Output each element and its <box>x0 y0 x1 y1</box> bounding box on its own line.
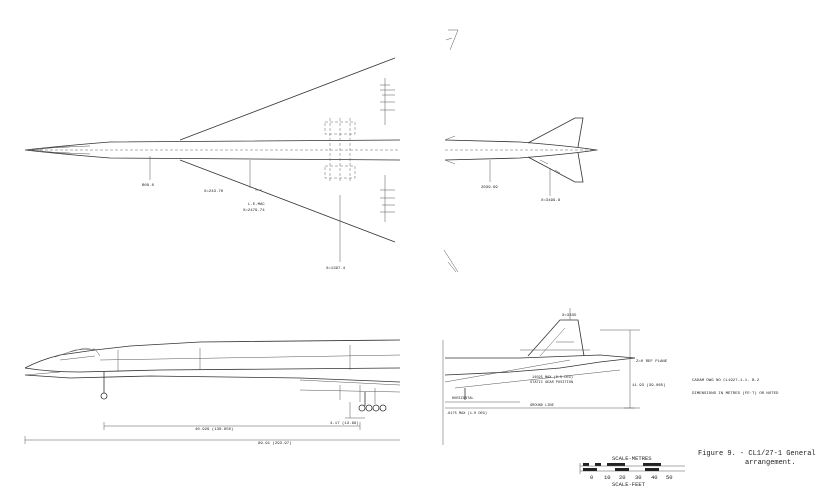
plan-view-aft: 2039.69 X=3499.8 <box>443 29 600 273</box>
fin-station-label: X=3335 <box>562 314 577 318</box>
caption-line-1: Figure 9. - CL1/27-1 General <box>698 450 816 458</box>
static-gear-position-label: STATIC GEAR POSITION <box>530 381 573 385</box>
le-mac-station-label: X=2479.74 <box>243 209 265 213</box>
station-a-label: X=243.70 <box>204 190 224 194</box>
scale-feet-label: SCALE-FEET <box>612 481 646 488</box>
figure-caption: Figure 9. - CL1/27-1 General arrangement… <box>698 450 816 467</box>
ref-plane-label: Z=0 REF PLANE <box>636 360 668 364</box>
scale-tick-50: 50 <box>666 474 673 481</box>
scale-tick-30: 30 <box>635 474 642 481</box>
horizontal-label: HORIZONTAL <box>452 397 474 401</box>
scale-tick-40: 40 <box>651 474 658 481</box>
scale-metres-label: SCALE-METRES <box>612 455 652 462</box>
station-nose-label: B09.0 <box>142 184 155 188</box>
plan-view-forward: B09.0 X=243.70 L.E.MAC X=2479.74 X=1397.… <box>24 57 401 271</box>
height-dim-label: 11.93 (39.065) <box>632 383 666 388</box>
dim-mid-label: 40.929 (130.950) <box>195 427 233 432</box>
tail-station-label: 2039.69 <box>481 186 498 190</box>
scale-tick-20: 20 <box>619 474 626 481</box>
drawing-notes: CADAM DWG NO CL1927-1-1. B.2 DIMENSIONS … <box>692 379 779 396</box>
drawing-number-note: CADAM DWG NO CL1927-1-1. B.2 <box>692 379 760 383</box>
dim-overall-label: 89.91 (293.97) <box>258 441 292 446</box>
rotation-label: .6175 MAX (1.0 DEG) <box>446 411 487 416</box>
tail-tip-label: X=3499.8 <box>541 199 561 203</box>
ground-line-label: GROUND LINE <box>530 404 554 408</box>
caption-line-2: arrangement. <box>745 459 795 467</box>
dim-short-label: 4.17 (13.69) <box>330 421 359 426</box>
wing-tip-label: X=1397.4 <box>326 267 346 271</box>
side-view-aft: X=3335 Z=0 REF PLANE 11.93 (39.065) 1402… <box>442 308 668 445</box>
scale-bar: SCALE-METRES 0 10 20 30 40 50 SCALE-FEET <box>579 455 685 488</box>
scale-tick-10: 10 <box>604 474 611 481</box>
le-mac-label: L.E.MAC <box>248 203 265 207</box>
side-view-forward: 4.17 (13.69) 40.929 (130.950) 89.91 (293… <box>24 339 401 446</box>
static-gear-label: 14025 MAX (9.5 DEG) <box>532 375 573 380</box>
dimensions-note: DIMENSIONS IN METRES (FE·T) OR NOTED <box>692 391 779 396</box>
scale-tick-0: 0 <box>590 474 593 481</box>
